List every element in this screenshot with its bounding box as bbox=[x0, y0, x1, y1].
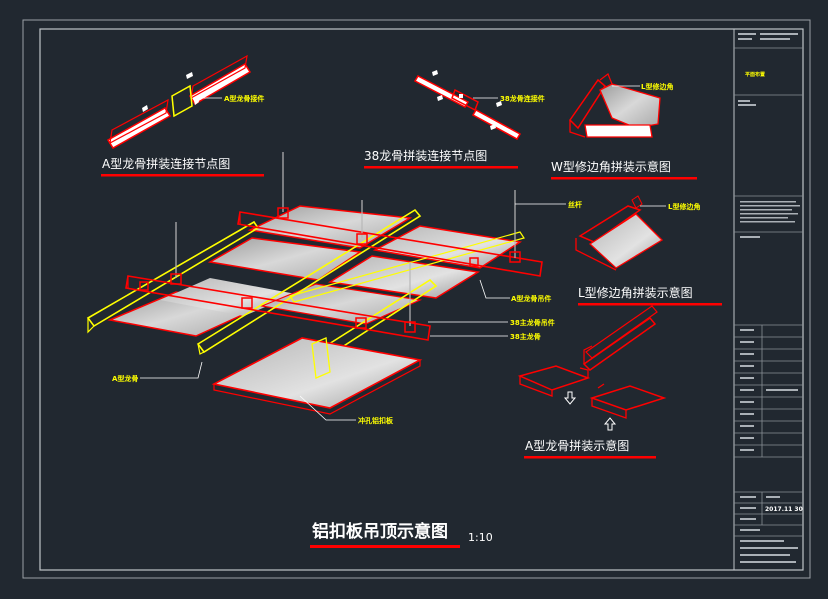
l-trim-underline bbox=[578, 303, 722, 306]
drawing-scale: 1:10 bbox=[468, 531, 493, 544]
rod-callout: 丝杆 bbox=[568, 200, 582, 209]
keel38-joint-detail: 38龙骨连接件 38龙骨拼装连接节点图 bbox=[364, 70, 545, 169]
a-hanger-callout: A型龙骨吊件 bbox=[511, 294, 551, 303]
main-ceiling-isometric: 丝杆 A型龙骨吊件 38主龙骨吊件 38主龙骨 A型龙骨 冲孔铝扣板 bbox=[86, 152, 582, 425]
a-keel-assembly-underline bbox=[524, 456, 656, 459]
a-keel bbox=[289, 231, 525, 303]
ceiling-panel bbox=[327, 255, 481, 299]
l-trim-label: L型修边角 bbox=[668, 202, 700, 211]
keel38-main bbox=[237, 211, 543, 277]
a-keel-callout: A型龙骨 bbox=[112, 374, 138, 383]
w-trim-detail: L型修边角 W型修边角拼装示意图 bbox=[551, 73, 697, 180]
panel-callout: 冲孔铝扣板 bbox=[358, 416, 394, 425]
title-block-project: 平面布置 bbox=[745, 71, 765, 78]
a-keel-joint-detail: A型龙骨接件 A型龙骨拼装连接节点图 bbox=[101, 54, 264, 177]
keel38-main bbox=[125, 275, 431, 341]
outer-frame bbox=[22, 19, 811, 579]
l-trim-title: L型修边角拼装示意图 bbox=[578, 285, 693, 300]
a-keel-connector-label: A型龙骨接件 bbox=[224, 94, 264, 103]
a-keel bbox=[196, 208, 422, 354]
ceiling-panel bbox=[207, 237, 363, 281]
a-keel-assembly-detail: A型龙骨拼装示意图 bbox=[517, 305, 667, 459]
title-block bbox=[734, 47, 803, 537]
w-trim-label: L型修边角 bbox=[641, 82, 673, 91]
keel38-main-callout: 38主龙骨 bbox=[510, 332, 541, 341]
ceiling-panel bbox=[259, 283, 423, 325]
title-block-date: 2017.11 30 bbox=[765, 506, 803, 513]
keel38-joint-underline bbox=[364, 166, 518, 169]
loose-ceiling-panel bbox=[211, 337, 423, 409]
keel38-connector-label: 38龙骨连接件 bbox=[500, 94, 545, 103]
w-trim-title: W型修边角拼装示意图 bbox=[551, 159, 671, 174]
a-keel-assembly-title: A型龙骨拼装示意图 bbox=[525, 438, 629, 453]
w-trim-underline bbox=[551, 177, 697, 180]
a-keel-joint-underline bbox=[101, 174, 264, 177]
l-trim-detail: L型修边角 L型修边角拼装示意图 bbox=[575, 195, 722, 306]
main-title-underline bbox=[310, 545, 460, 548]
keel38-joint-title: 38龙骨拼装连接节点图 bbox=[364, 148, 487, 163]
inner-frame bbox=[39, 28, 804, 571]
title-block-fine-text bbox=[738, 33, 800, 563]
keel38-hanger-callout: 38主龙骨吊件 bbox=[510, 318, 555, 327]
assembly-arrow-right bbox=[603, 417, 617, 431]
main-title: 铝扣板吊顶示意图 bbox=[312, 521, 448, 542]
a-keel-joint-title: A型龙骨拼装连接节点图 bbox=[102, 156, 230, 171]
assembly-arrow-left bbox=[563, 391, 577, 405]
